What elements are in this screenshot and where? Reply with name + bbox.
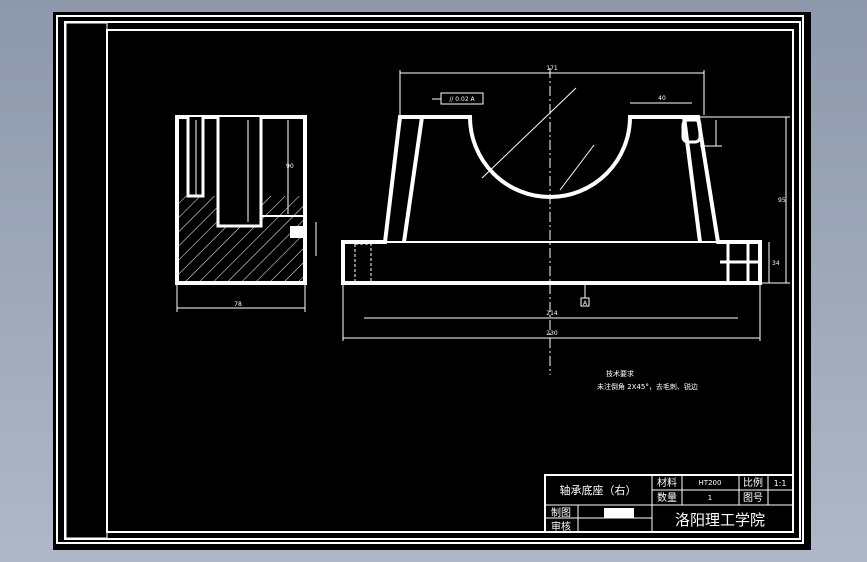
side-view-pocket <box>216 117 263 228</box>
scale-label: 比例 <box>743 476 763 489</box>
tolerance-text: // 0.02 A <box>449 96 475 103</box>
side-view-hole <box>290 226 304 238</box>
side-width-label: 78 <box>234 301 242 308</box>
notes-line: 未注倒角 2X45°，去毛刺、锐边 <box>597 382 698 391</box>
checked-by-label: 审核 <box>551 520 571 533</box>
drawing-no-label: 图号 <box>743 492 763 504</box>
quantity-label: 数量 <box>657 491 677 504</box>
notes-heading: 技术要求 <box>606 369 634 378</box>
drawn-by-label: 制图 <box>551 506 571 519</box>
side-height-label: 90 <box>286 163 294 170</box>
dim-label-height-total: 95 <box>778 197 786 204</box>
school-name: 洛阳理工学院 <box>675 511 765 529</box>
material-label: 材料 <box>657 476 677 489</box>
datum-box <box>580 297 590 307</box>
diameter-leader <box>481 87 577 179</box>
material-value: HT200 <box>699 479 722 487</box>
left-bolt-hole <box>354 243 372 283</box>
side-view: 78 90 <box>175 115 317 312</box>
dim-label-top-right: 40 <box>658 95 666 102</box>
drawing-frame <box>64 21 801 540</box>
dim-label-base: 214 <box>546 310 558 317</box>
datum-label: A <box>583 300 588 307</box>
part-name: 轴承底座（右） <box>560 483 637 497</box>
sheet-border <box>56 15 804 544</box>
front-view: 171 40 230 214 95 34 // 0.02 A A <box>341 65 790 375</box>
front-view-outline <box>341 115 762 285</box>
binding-strip <box>65 22 108 539</box>
scale-value: 1:1 <box>774 479 787 488</box>
inner-frame <box>106 29 794 533</box>
title-block: 轴承底座（右） 材料 HT200 比例 1:1 数量 1 图号 制图 审核 洛阳… <box>544 474 794 533</box>
title-block-frame <box>544 474 794 533</box>
left-rib-edge <box>402 116 424 243</box>
drawn-by-signature <box>604 508 634 518</box>
dim-label-overall: 230 <box>546 330 558 337</box>
top-right-hole <box>681 118 702 144</box>
quantity-value: 1 <box>708 494 712 502</box>
technical-notes: 技术要求 未注倒角 2X45°，去毛刺、锐边 <box>597 369 698 391</box>
dim-label-top-span: 171 <box>546 65 558 72</box>
right-bolt-hole <box>720 244 758 281</box>
radius-leader <box>559 144 595 191</box>
dim-label-height-right: 34 <box>772 260 780 267</box>
right-rib-edge <box>682 116 702 243</box>
